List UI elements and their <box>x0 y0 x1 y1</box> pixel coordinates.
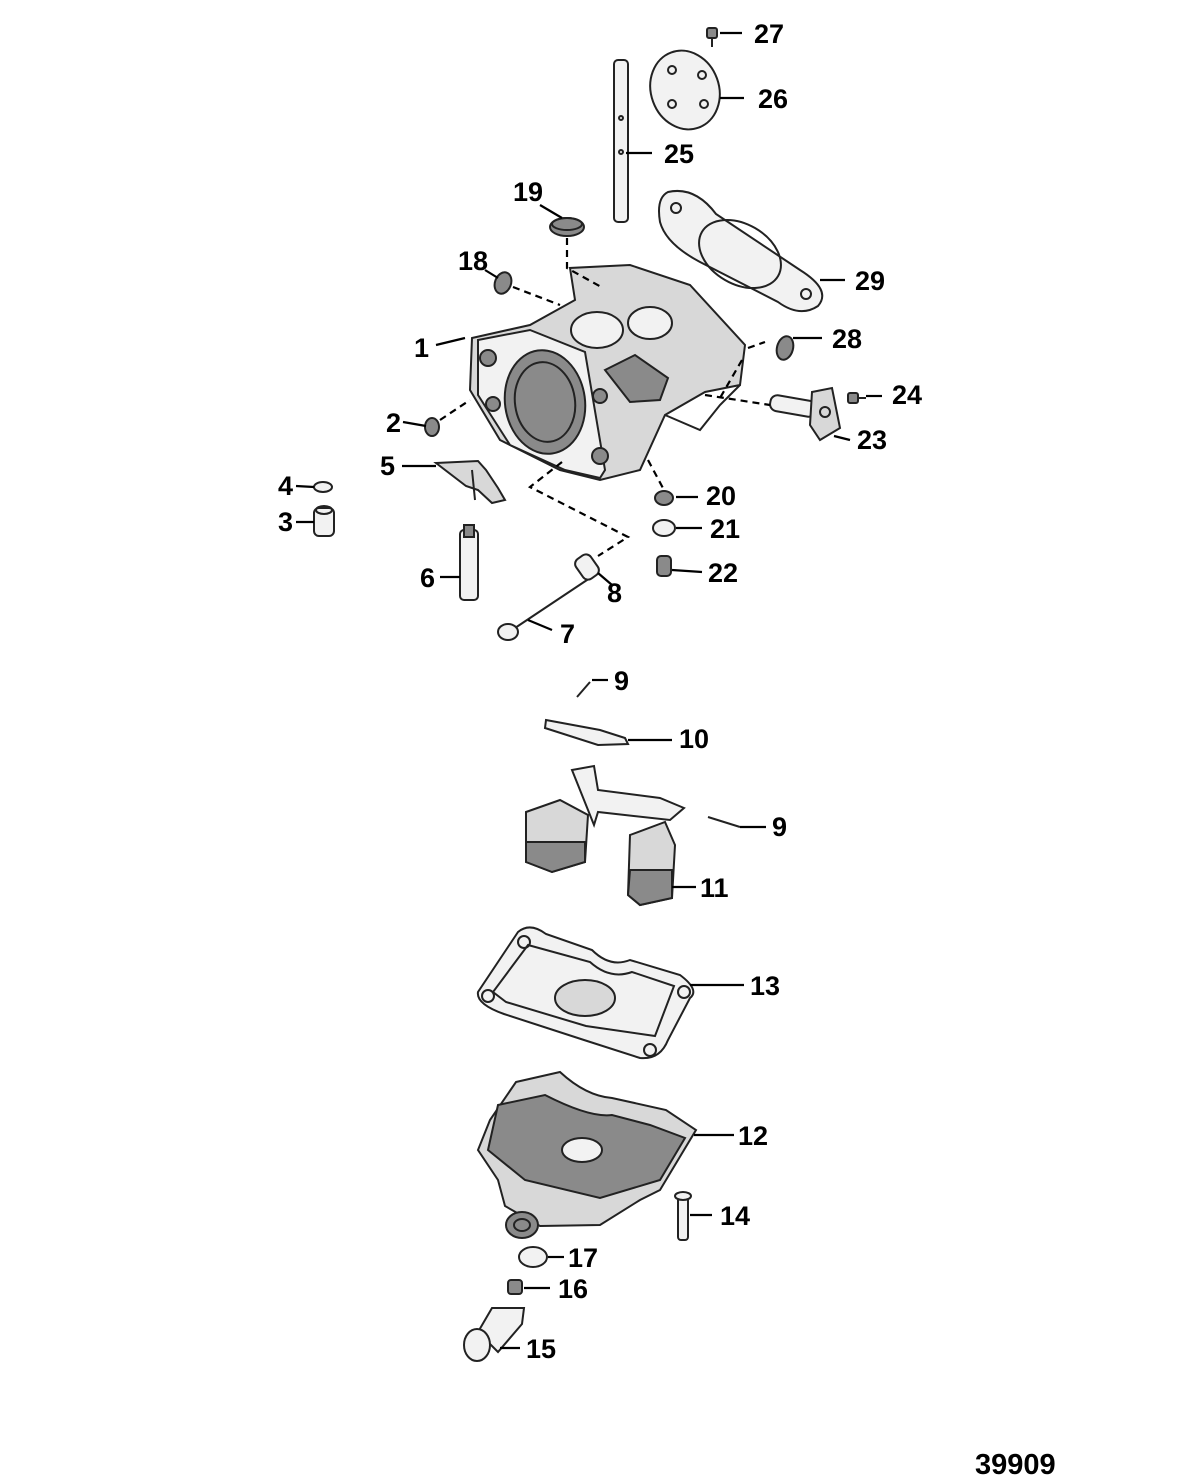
part-25-spring <box>656 555 672 577</box>
callout-26: 23 <box>857 425 887 455</box>
callout-1: 1 <box>414 333 429 363</box>
callout-19: 19 <box>513 177 543 207</box>
part-12-float-bowl <box>476 1070 698 1239</box>
part-17-o-ring <box>518 1246 548 1268</box>
callout-13: 13 <box>750 971 780 1001</box>
part-3-fitting <box>313 505 335 537</box>
callout-9-upper: 9 <box>614 666 629 696</box>
part-16-plug <box>507 1279 523 1295</box>
callout-22: 27 <box>754 19 784 49</box>
part-6-needle <box>459 524 479 601</box>
part-4-nut <box>313 481 333 493</box>
callout-18: 18 <box>458 246 488 276</box>
callout-4: 4 <box>278 471 293 501</box>
callout-6: 6 <box>420 563 435 593</box>
part-28-plug <box>775 335 795 361</box>
part-19-cap <box>549 217 585 237</box>
callout-15: 15 <box>526 1334 556 1364</box>
callout-11: 11 <box>700 873 729 903</box>
callout-7: 7 <box>560 619 575 649</box>
part-18-plug <box>493 271 513 295</box>
callout-labels: 27 26 25 19 29 18 28 1 24 23 2 5 4 3 20 … <box>278 19 1056 1481</box>
part-9-pin-upper <box>576 681 591 698</box>
callout-14: 14 <box>720 1201 750 1231</box>
part-21-diaphragm <box>649 49 721 131</box>
part-23-seal <box>654 490 674 506</box>
part-2-screw <box>424 417 440 437</box>
callout-20: 25 <box>664 139 694 169</box>
part-27-screw <box>847 392 866 404</box>
part-8-spring <box>574 553 600 581</box>
part-7-mixture-screw <box>497 577 591 641</box>
callout-2: 2 <box>386 408 401 438</box>
callout-9-right: 9 <box>772 812 787 842</box>
leader-lines <box>295 31 882 1350</box>
part-29-flange-gasket <box>658 190 824 313</box>
part-11-float <box>525 764 686 907</box>
part-24-washer <box>652 519 676 537</box>
part-13-bowl-gasket <box>476 926 695 1060</box>
callout-28: 28 <box>832 324 862 354</box>
callout-25: 22 <box>708 558 738 588</box>
callout-24: 21 <box>710 514 740 544</box>
part-10-float-arm <box>543 718 630 747</box>
callout-27: 24 <box>892 380 922 410</box>
callout-29: 29 <box>855 266 885 296</box>
callout-16: 16 <box>558 1274 588 1304</box>
part-5-lever <box>433 459 507 505</box>
part-15-drain-plug <box>463 1307 526 1362</box>
figure-number: 39909 <box>975 1449 1056 1481</box>
part-22-screw <box>706 27 718 47</box>
part-14-screw <box>674 1191 692 1241</box>
part-26-fitting <box>769 386 842 442</box>
assembly-dashed-lines <box>439 238 771 557</box>
callout-12: 12 <box>738 1121 768 1151</box>
part-20-throttle-shaft <box>613 59 629 223</box>
callout-17: 17 <box>568 1243 598 1273</box>
callout-21: 26 <box>758 84 788 114</box>
callout-8: 8 <box>607 578 622 608</box>
callout-23: 20 <box>706 481 736 511</box>
callout-5: 5 <box>380 451 395 481</box>
part-9-pin-right <box>707 816 741 828</box>
callout-10: 10 <box>679 724 709 754</box>
callout-3: 3 <box>278 507 293 537</box>
part-1-carburetor-body <box>468 263 747 482</box>
